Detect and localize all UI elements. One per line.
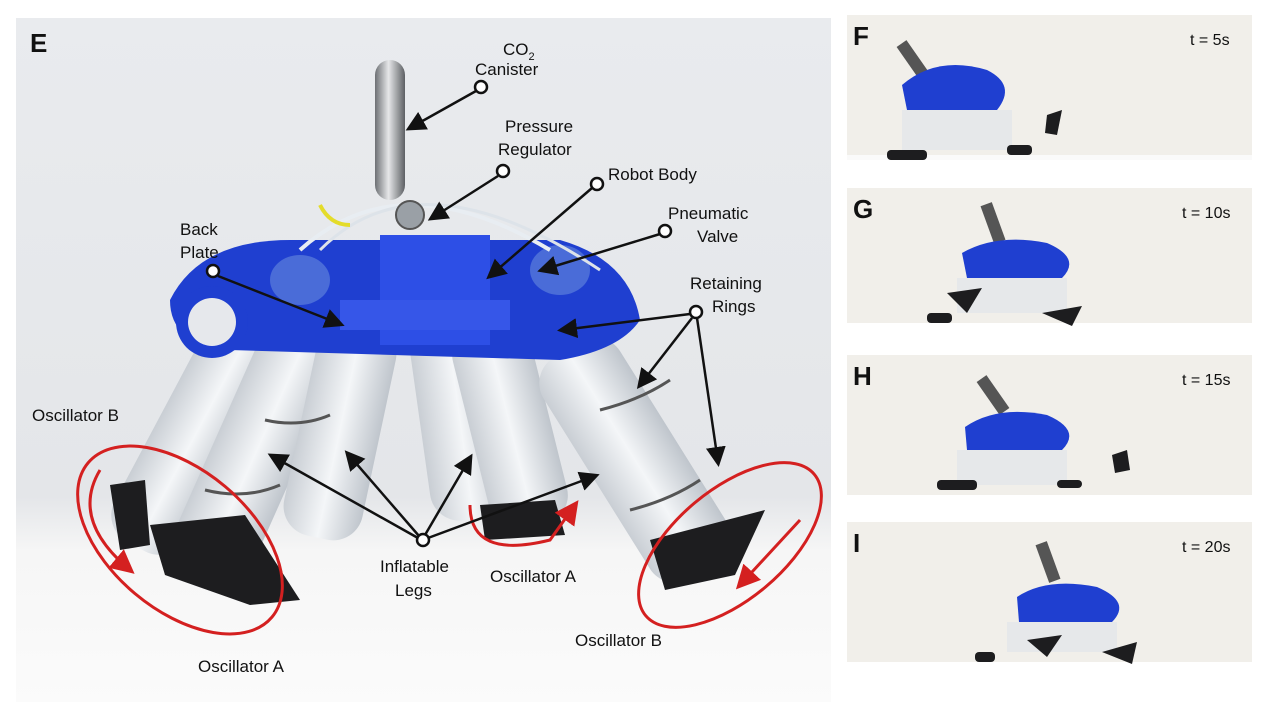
label-rings: Rings bbox=[712, 297, 755, 316]
label-canister: Canister bbox=[475, 60, 539, 79]
panel-e-photo bbox=[16, 18, 831, 702]
label-valve: Valve bbox=[697, 227, 738, 246]
frame-letter: G bbox=[853, 194, 873, 224]
label-plate: Plate bbox=[180, 243, 219, 262]
frame-letter: F bbox=[853, 21, 869, 51]
frame-letter: I bbox=[853, 528, 860, 558]
label-oscillator-a-bottom: Oscillator A bbox=[198, 657, 285, 676]
label-pressure: Pressure bbox=[505, 117, 573, 136]
svg-text:CO2: CO2 bbox=[503, 40, 535, 63]
frame-i: I t = 20s bbox=[847, 522, 1252, 664]
label-inflatable: Inflatable bbox=[380, 557, 449, 576]
leader-circles bbox=[205, 79, 704, 548]
frame-f: F t = 5s bbox=[847, 15, 1252, 160]
label-regulator: Regulator bbox=[498, 140, 572, 159]
frame-g: G t = 10s bbox=[847, 188, 1252, 326]
label-back: Back bbox=[180, 220, 218, 239]
frame-time: t = 5s bbox=[1190, 32, 1230, 49]
frame-h: H t = 15s bbox=[847, 355, 1252, 495]
frame-time: t = 20s bbox=[1182, 539, 1230, 556]
frame-letter: H bbox=[853, 361, 872, 391]
label-retaining: Retaining bbox=[690, 274, 762, 293]
label-co2-canister: CO2 Canister bbox=[475, 40, 539, 79]
robot-body bbox=[170, 203, 640, 360]
frame-time: t = 15s bbox=[1182, 372, 1230, 389]
label-oscillator-a-mid: Oscillator A bbox=[490, 567, 577, 586]
leader-lines bbox=[217, 89, 726, 540]
label-oscillator-b-left: Oscillator B bbox=[32, 406, 119, 425]
label-legs: Legs bbox=[395, 581, 432, 600]
label-oscillator-b-right: Oscillator B bbox=[575, 631, 662, 650]
inflatable-legs bbox=[111, 319, 731, 587]
oscillator-arrows bbox=[76, 444, 823, 636]
label-co2-subscript: 2 bbox=[529, 51, 535, 63]
label-co2-text: CO bbox=[503, 40, 529, 59]
label-robot-body: Robot Body bbox=[608, 165, 697, 184]
label-pneumatic: Pneumatic bbox=[668, 204, 749, 223]
frame-time: t = 10s bbox=[1182, 205, 1230, 222]
panel-letter-e: E bbox=[30, 28, 47, 58]
co2-canister bbox=[375, 60, 425, 230]
